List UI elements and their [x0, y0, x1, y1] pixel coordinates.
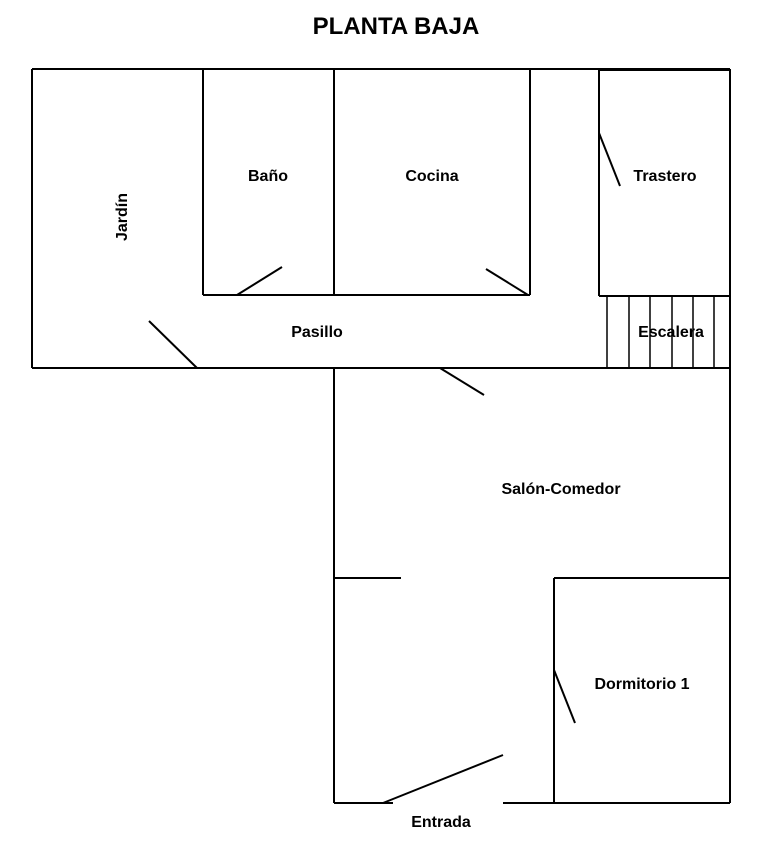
label-escalera: Escalera	[638, 324, 704, 341]
label-cocina: Cocina	[405, 168, 458, 185]
trastero-walls	[598, 69, 730, 297]
door-jardin	[148, 320, 198, 369]
lower-walls	[333, 368, 730, 804]
door-bano	[236, 266, 283, 296]
door-cocina	[485, 268, 529, 296]
bano-cocina-walls	[202, 69, 531, 296]
label-salon: Salón-Comedor	[501, 481, 620, 498]
door-entrada	[382, 754, 504, 804]
label-dormitorio: Dormitorio 1	[594, 676, 689, 693]
door-dormitorio	[553, 669, 576, 724]
staircase-treads	[606, 296, 715, 368]
plan-title: PLANTA BAJA	[313, 13, 480, 40]
label-bano: Baño	[248, 168, 288, 185]
doors	[148, 132, 621, 804]
label-pasillo: Pasillo	[291, 324, 343, 341]
label-entrada: Entrada	[411, 814, 471, 831]
door-trastero	[598, 132, 621, 187]
label-jardin: Jardín	[114, 193, 131, 241]
label-trastero: Trastero	[633, 168, 696, 185]
door-salon	[439, 367, 485, 396]
